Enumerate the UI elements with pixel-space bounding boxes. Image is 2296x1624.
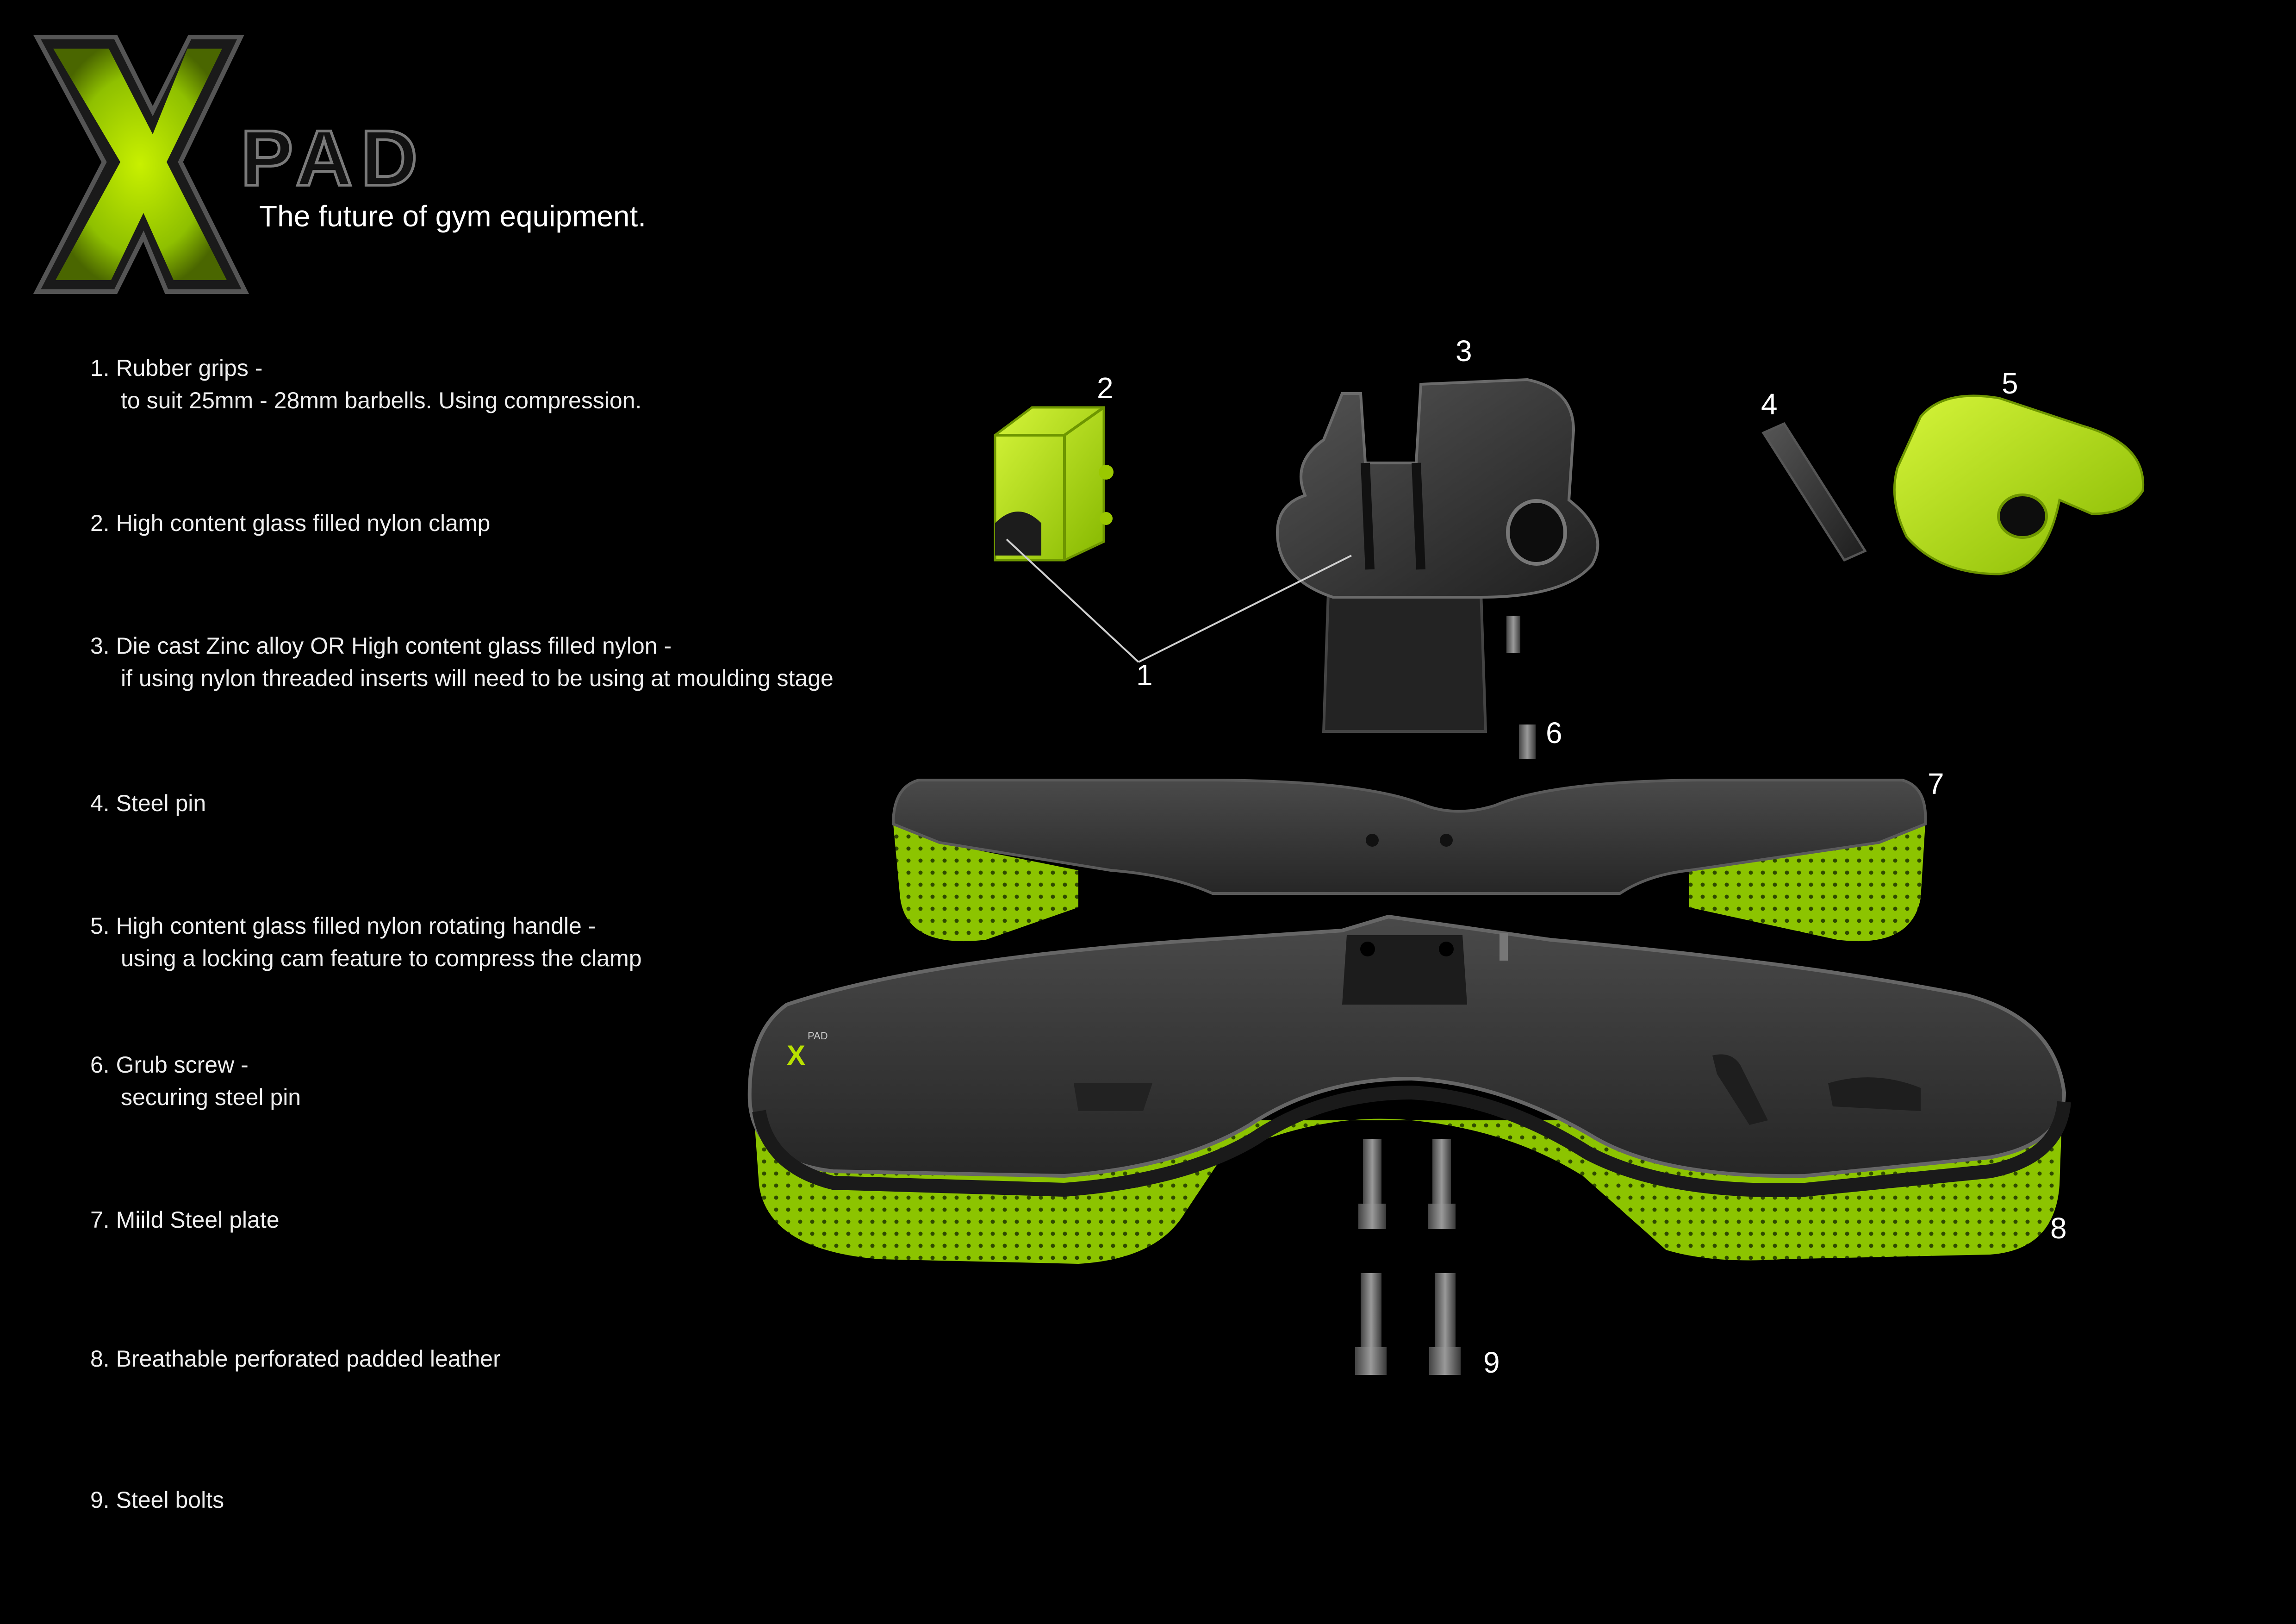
rotating-handle [1893,394,2145,575]
part-label: 1. Rubber grips - [90,355,263,381]
part-description: securing steel pin [121,1084,301,1110]
part-description: using a locking cam feature to compress … [121,945,642,971]
steel-plate [891,779,1927,895]
part-item-8: 8. Breathable perforated padded leather [90,1343,501,1375]
mini-logo-word: PAD [808,1030,828,1042]
rear-pad [893,824,1925,942]
part-item-9: 9. Steel bolts [90,1484,224,1516]
part-item-4: 4. Steel pin [90,787,206,819]
part-item-7: 7. Miild Steel plate [90,1204,280,1236]
xpad-logo: PAD [33,35,426,294]
callout-6: 6 [1546,716,1562,750]
part-label: 4. Steel pin [90,790,206,816]
callout-1: 1 [1136,658,1153,692]
nylon-clamp [994,406,1114,562]
callout-leader-lines [1006,538,1352,663]
part-label: 7. Miild Steel plate [90,1207,280,1233]
part-label: 5. High content glass filled nylon rotat… [90,913,596,939]
callout-8: 8 [2050,1212,2067,1245]
callout-9: 9 [1483,1346,1500,1379]
part-label: 8. Breathable perforated padded leather [90,1346,501,1372]
logo-word: PAD [241,114,426,202]
tagline: The future of gym equipment. [259,200,646,233]
part-description: if using nylon threaded inserts will nee… [121,665,834,691]
part-description: to suit 25mm - 28mm barbells. Using comp… [121,387,642,413]
part-label: 9. Steel bolts [90,1487,224,1513]
part-item-6: 6. Grub screw - securing steel pin [90,1049,301,1113]
part-item-3: 3. Die cast Zinc alloy OR High content g… [90,630,834,694]
part-item-2: 2. High content glass filled nylon clamp [90,507,490,539]
callout-7: 7 [1928,767,1944,800]
part-label: 6. Grub screw - [90,1052,249,1078]
callout-2: 2 [1097,371,1114,405]
callout-4: 4 [1761,387,1778,421]
part-label: 2. High content glass filled nylon clamp [90,510,491,536]
callout-5: 5 [2002,367,2018,400]
mini-logo-mark: X [787,1040,805,1071]
die-cast-body [1276,378,1599,733]
steel-pin [1761,422,1867,562]
front-plate [747,914,2071,1197]
part-item-5: 5. High content glass filled nylon rotat… [90,910,642,974]
grub-screw [1506,616,1536,759]
mini-xpad-logo: X PAD [787,1030,828,1071]
part-item-1: 1. Rubber grips - to suit 25mm - 28mm bar… [90,352,641,417]
callout-3: 3 [1456,334,1472,368]
part-label: 3. Die cast Zinc alloy OR High content g… [90,633,672,659]
steel-bolts [1355,1139,1461,1375]
logo-x-mark [33,35,249,294]
